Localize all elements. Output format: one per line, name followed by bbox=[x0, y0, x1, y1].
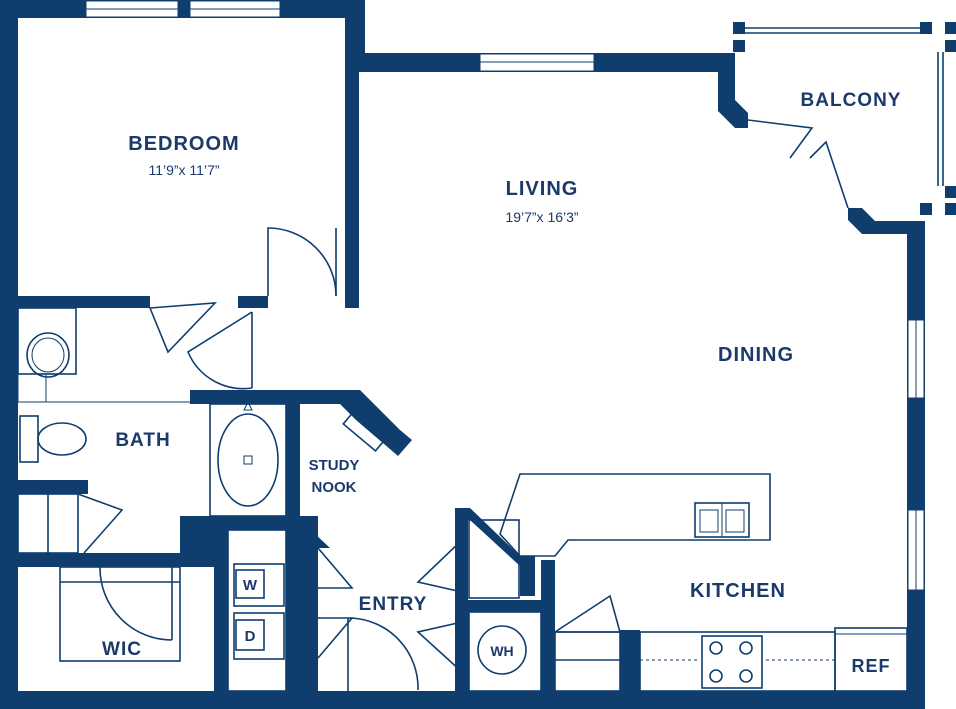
living-dimensions: 19’7”x 16’3” bbox=[505, 209, 578, 225]
windows bbox=[85, 0, 925, 591]
entry-label: ENTRY bbox=[359, 594, 428, 615]
fixtures bbox=[17, 119, 908, 692]
balcony-label: BALCONY bbox=[801, 90, 902, 111]
ref-label: REF bbox=[852, 656, 891, 676]
bedroom-label: BEDROOM bbox=[128, 133, 239, 155]
kitchen-label: KITCHEN bbox=[690, 580, 786, 602]
water-heater-label: WH bbox=[490, 643, 513, 659]
wic-label: WIC bbox=[102, 639, 142, 660]
washer-label: W bbox=[243, 577, 258, 594]
bedroom-dimensions: 11’9”x 11’7” bbox=[148, 162, 219, 178]
balcony-railing bbox=[733, 22, 956, 215]
study-nook-label-line2: NOOK bbox=[312, 479, 357, 496]
bath-label: BATH bbox=[115, 430, 170, 451]
study-nook-label-line1: STUDY bbox=[309, 457, 360, 474]
dryer-label: D bbox=[245, 628, 256, 645]
living-label: LIVING bbox=[506, 178, 579, 200]
dining-label: DINING bbox=[718, 344, 794, 366]
